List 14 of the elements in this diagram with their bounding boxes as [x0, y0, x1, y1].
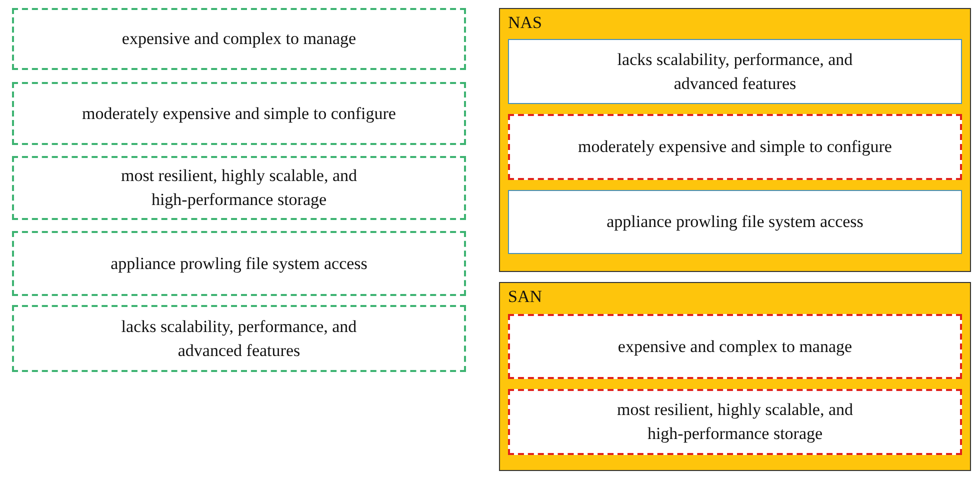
answer-box: moderately expensive and simple to configure — [12, 82, 466, 145]
group-title: NAS — [508, 13, 542, 33]
answer-box: moderately expensive and simple to configure — [508, 114, 962, 180]
answer-box: most resilient, highly scalable, and high-performance storage — [508, 389, 962, 455]
group-panel — [499, 8, 971, 272]
answer-box: expensive and complex to manage — [508, 314, 962, 379]
answer-box: most resilient, highly scalable, and high-performance storage — [12, 156, 466, 220]
answer-box: expensive and complex to manage — [12, 8, 466, 70]
group-title: SAN — [508, 287, 542, 307]
group-panel — [499, 282, 971, 471]
answer-box: lacks scalability, performance, and advanced features — [12, 305, 466, 372]
answer-box: appliance prowling file system access — [12, 231, 466, 296]
answer-box: lacks scalability, performance, and advanced features — [508, 39, 962, 104]
answer-box: appliance prowling file system access — [508, 190, 962, 254]
